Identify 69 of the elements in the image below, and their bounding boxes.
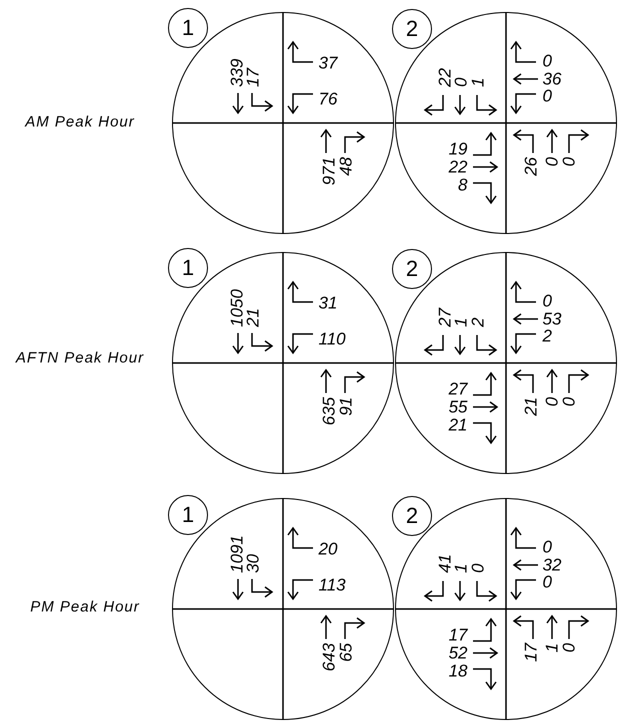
traffic-volume: 1091	[228, 534, 245, 572]
traffic-volume: 0	[543, 156, 560, 166]
traffic-volume: 2	[542, 327, 552, 344]
intersection-circle	[395, 498, 617, 720]
intersection-number: 2	[392, 496, 432, 536]
traffic-volume: 17	[448, 626, 468, 643]
traffic-volume: 1	[543, 642, 560, 652]
traffic-volume: 0	[542, 292, 552, 309]
traffic-volume: 48	[337, 156, 354, 176]
traffic-volume: 55	[448, 398, 468, 415]
traffic-volume: 21	[522, 396, 539, 416]
traffic-volume: 17	[244, 68, 261, 86]
traffic-volume: 17	[522, 642, 539, 662]
intersection-number: 1	[168, 248, 208, 288]
traffic-volume: 0	[560, 396, 577, 406]
traffic-volume: 18	[448, 662, 468, 679]
intersection-circle	[395, 252, 617, 474]
intersection-number: 1	[168, 8, 208, 48]
traffic-volume: 110	[318, 330, 346, 347]
traffic-volume: 65	[337, 642, 354, 662]
time-period-label: PM Peak Hour	[30, 598, 140, 616]
time-period-label: AFTN Peak Hour	[16, 350, 144, 366]
traffic-volume: 0	[560, 642, 577, 652]
traffic-volume: 52	[448, 644, 468, 661]
traffic-volume: 32	[542, 556, 562, 573]
traffic-volume: 22	[436, 68, 453, 86]
traffic-volume: 339	[228, 58, 245, 86]
traffic-volume: 1	[469, 77, 486, 86]
traffic-volume: 22	[448, 158, 468, 175]
intersection-number: 1	[168, 495, 208, 535]
traffic-volume: 0	[560, 156, 577, 166]
traffic-volume: 0	[542, 52, 552, 69]
traffic-volume: 41	[436, 554, 453, 572]
traffic-volume: 21	[244, 308, 261, 326]
traffic-volume: 2	[469, 317, 486, 326]
traffic-volume: 76	[318, 90, 338, 107]
traffic-volume: 0	[542, 87, 552, 104]
traffic-volume: 27	[448, 380, 468, 397]
traffic-volume: 113	[318, 576, 346, 593]
traffic-volume: 19	[448, 140, 468, 157]
traffic-volume: 30	[244, 554, 261, 572]
intersection-number: 2	[392, 9, 432, 49]
traffic-volume: 36	[542, 70, 562, 87]
intersection-circle	[395, 12, 617, 234]
traffic-volume: 635	[320, 396, 337, 425]
traffic-volume: 0	[452, 77, 469, 86]
traffic-volume: 37	[318, 54, 338, 71]
intersection-circle	[172, 498, 394, 720]
traffic-volume: 8	[458, 176, 468, 193]
traffic-volume: 91	[337, 396, 354, 416]
traffic-volume: 27	[436, 308, 453, 326]
traffic-volume: 26	[522, 156, 539, 176]
traffic-volume: 0	[542, 538, 552, 555]
traffic-volume: 20	[318, 540, 338, 557]
intersection-circle	[172, 12, 394, 234]
traffic-volume: 1050	[228, 288, 245, 326]
time-period-label: AM Peak Hour	[25, 114, 135, 130]
traffic-volume: 21	[448, 416, 468, 433]
traffic-volume: 0	[542, 573, 552, 590]
traffic-volume: 1	[452, 317, 469, 326]
traffic-volume: 1	[452, 563, 469, 572]
traffic-volume: 31	[318, 294, 338, 311]
traffic-volume: 971	[320, 156, 337, 185]
traffic-volume: 0	[543, 396, 560, 406]
traffic-volume: 643	[320, 642, 337, 671]
intersection-circle	[172, 252, 394, 474]
traffic-volume: 53	[542, 310, 562, 327]
intersection-number: 2	[392, 249, 432, 289]
traffic-volume: 0	[469, 563, 486, 572]
